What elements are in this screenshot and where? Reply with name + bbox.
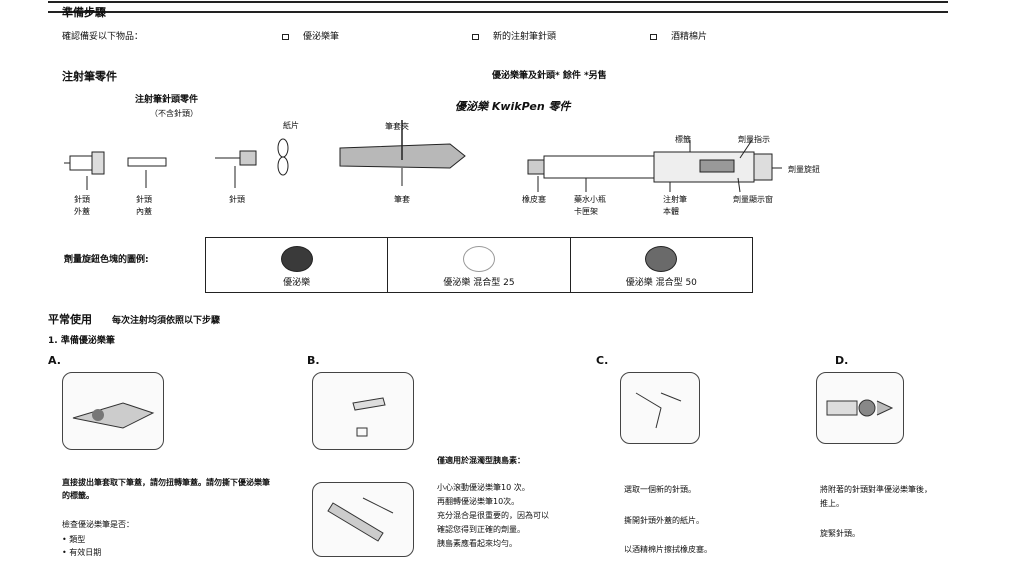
- needle-outer-cap-drawing: [64, 151, 105, 190]
- step-b-line: 胰島素應看起來均勻。: [437, 539, 517, 548]
- step-d-line: 推上。: [820, 499, 844, 508]
- step1-heading: 1. 準備優泌樂筆: [48, 336, 115, 346]
- checkbox-icon: [650, 33, 657, 40]
- label-needle: 針頭: [229, 195, 245, 204]
- label-dose-indicator: 劑量指示: [738, 135, 770, 144]
- step-b-line: 小心滾動優泌樂筆10 次。: [437, 483, 530, 492]
- usage-heading: 平常使用: [48, 313, 92, 326]
- label-rubber-seal: 橡皮塞: [522, 195, 546, 204]
- step-c-line: 選取一個新的針頭。: [624, 485, 696, 494]
- step-a-illustration: [62, 372, 164, 450]
- paper-tab-drawing: [277, 138, 289, 176]
- step-a-text: 直接拔出筆套取下筆蓋，請勿扭轉筆蓋。請勿撕下優泌樂筆的標籤。: [62, 478, 270, 500]
- pen-parts-title: 優泌樂 KwikPen 零件: [455, 100, 571, 113]
- label-outer-cap: 針頭 外蓋: [74, 195, 90, 216]
- checkbox-icon: [282, 33, 289, 40]
- label-pen-body: 注射筆 本體: [663, 195, 687, 216]
- step-b-line: 再翻轉優泌樂筆10次。: [437, 497, 520, 506]
- dose-knob-color-legend: 優泌樂 優泌樂 混合型 25 優泌樂 混合型 50: [205, 237, 753, 293]
- label-paper-tab: 紙片: [283, 121, 299, 130]
- prep-item-2: 新的注射筆針頭: [472, 29, 556, 42]
- prep-heading: 準備步驟: [62, 6, 106, 19]
- legend-label: 優泌樂: [283, 278, 311, 288]
- pen-body-drawing: [527, 139, 782, 193]
- prep-item-3: 酒精棉片: [650, 29, 707, 42]
- step-c-letter: C.: [596, 354, 609, 367]
- step-b-line: 確認您得到正確的劑量。: [437, 525, 525, 534]
- label-inner-cap: 針頭 內蓋: [136, 195, 152, 216]
- prep-item-1: 優泌樂筆: [282, 29, 339, 42]
- usage-heading-note: 每次注射均須依照以下步驟: [112, 316, 221, 326]
- step-a-check-item: • 類型: [62, 535, 86, 544]
- step-b-title: 僅適用於混濁型胰島素：: [437, 456, 525, 465]
- label-label: 標籤: [675, 135, 691, 144]
- label-cartridge-holder: 藥水小瓶 卡匣架: [574, 195, 606, 216]
- checkbox-icon: [472, 33, 479, 40]
- needle-parts-title: 注射筆針頭零件: [135, 95, 199, 105]
- label-dose-knob: 劑量旋鈕: [788, 165, 820, 174]
- step-b-line: 充分混合是很重要的，因為可以: [437, 511, 549, 520]
- label-pen-cap: 筆套: [394, 195, 410, 204]
- step-d-letter: D.: [835, 354, 849, 367]
- legend-cell-humalog: 優泌樂: [206, 238, 389, 292]
- legend-label: 優泌樂 混合型 50: [625, 278, 697, 288]
- step-c-line: 以酒精棉片擦拭橡皮塞。: [624, 545, 712, 554]
- step-c-line: 撕開針頭外蓋的紙片。: [624, 516, 704, 525]
- needle-inner-cap-drawing: [127, 157, 167, 188]
- legend-title: 劑量旋鈕色塊的圖例:: [64, 255, 149, 265]
- step-a-check-title: 檢查優泌樂筆是否：: [62, 520, 134, 529]
- parts-heading: 注射筆零件: [62, 70, 117, 83]
- prep-confirm-label: 確認備妥以下物品：: [62, 32, 144, 42]
- section-rule: [48, 11, 948, 13]
- step-b-illustration-2: [312, 482, 414, 557]
- label-dose-window: 劑量顯示窗: [733, 195, 773, 204]
- step-b-illustration-1: [312, 372, 414, 450]
- legend-cell-mix25: 優泌樂 混合型 25: [388, 238, 571, 292]
- step-a-letter: A.: [48, 354, 61, 367]
- step-c-illustration: [620, 372, 700, 444]
- parts-subheading: 優泌樂筆及針頭* 餘件 *另售: [492, 71, 607, 81]
- needle-parts-note: （不含針頭）: [150, 109, 198, 118]
- label-pen-cap-clip: 筆套夾: [385, 122, 409, 131]
- needle-drawing: [215, 150, 257, 188]
- step-a-check-item: • 有效日期: [62, 548, 102, 557]
- color-swatch-icon: [280, 246, 313, 272]
- color-swatch-icon: [645, 246, 678, 272]
- step-d-line: 將附著的針頭對準優泌樂筆後，: [820, 485, 932, 494]
- legend-label: 優泌樂 混合型 25: [443, 278, 515, 288]
- top-rule: [48, 1, 948, 3]
- color-swatch-icon: [462, 246, 495, 272]
- step-d-line: 旋緊針頭。: [820, 529, 860, 538]
- legend-cell-mix50: 優泌樂 混合型 50: [571, 238, 752, 292]
- step-d-illustration: [816, 372, 904, 444]
- pen-cap-drawing: [339, 120, 466, 186]
- pen-parts-diagram: [64, 120, 782, 193]
- step-b-letter: B.: [307, 354, 320, 367]
